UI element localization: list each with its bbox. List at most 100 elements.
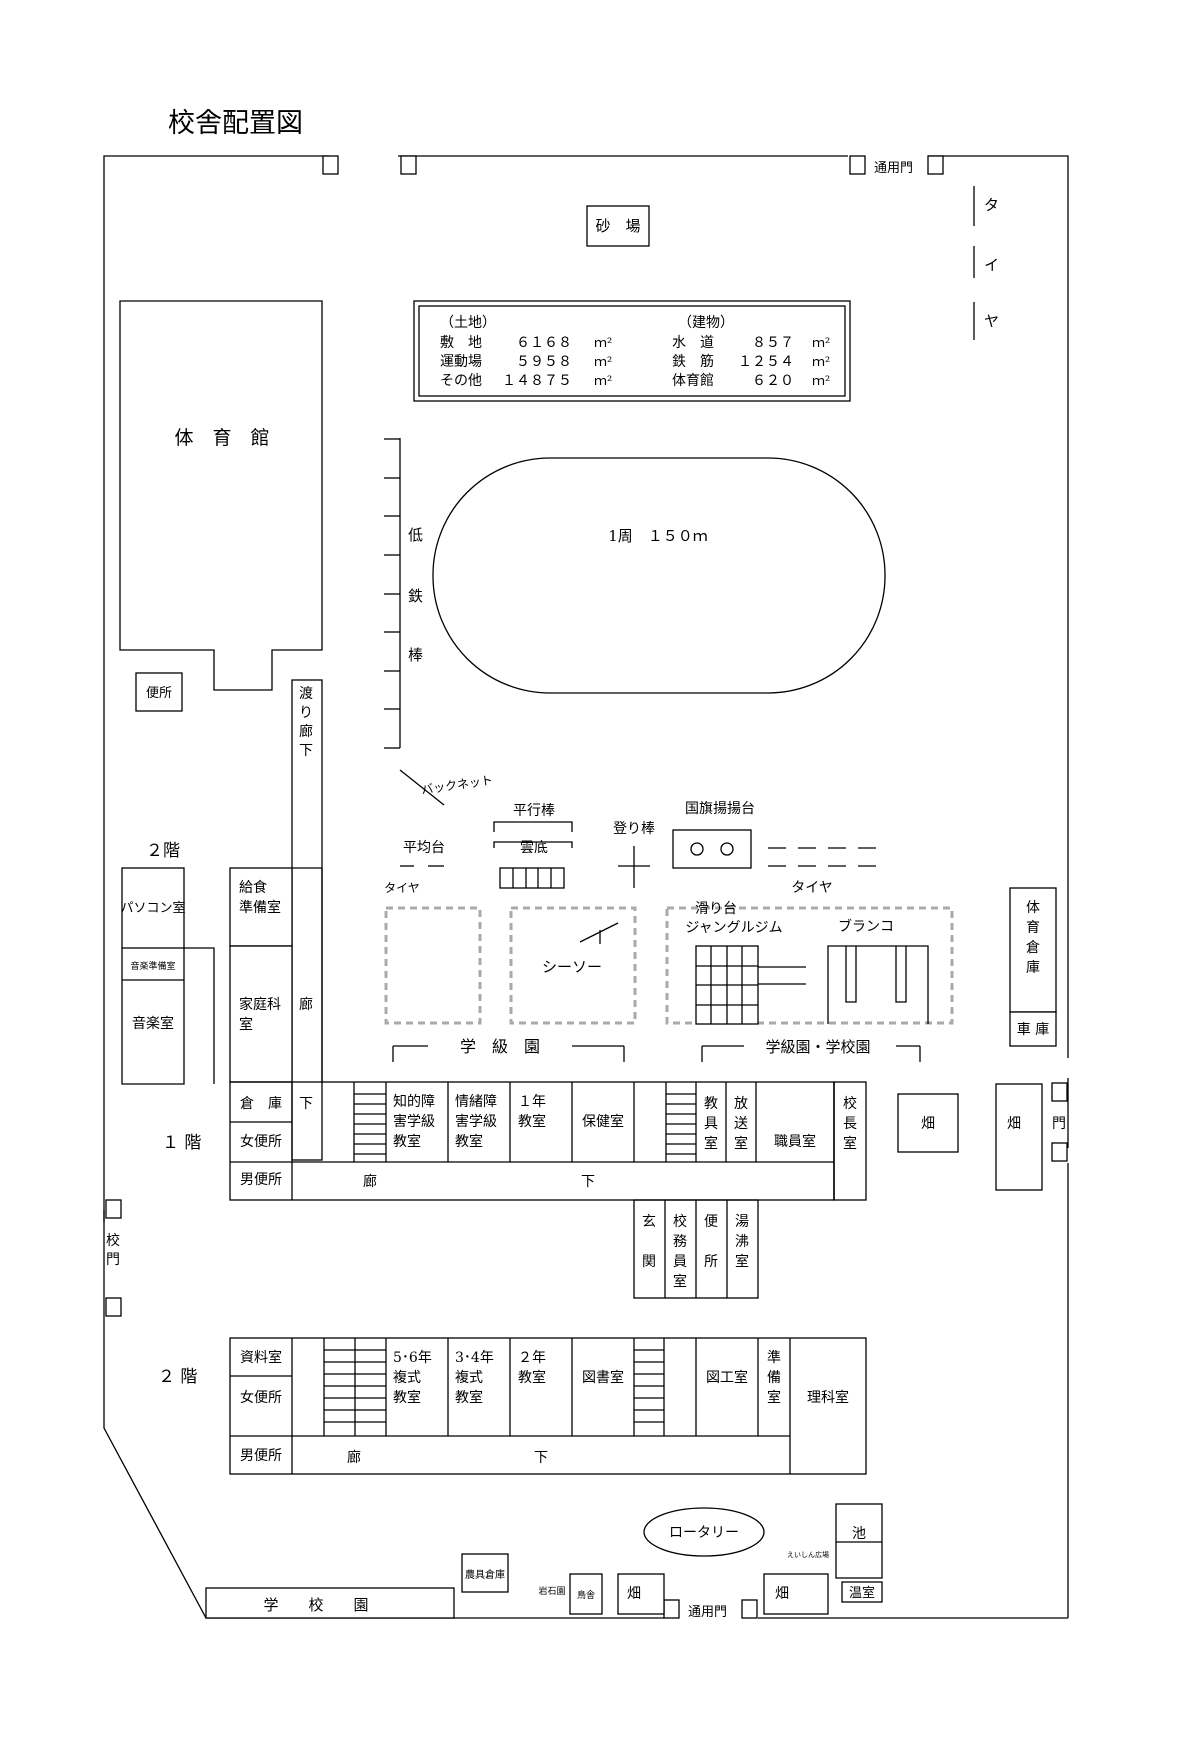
field-1 [897, 1093, 959, 1153]
field-4 [763, 1573, 829, 1615]
school-garden [205, 1587, 455, 1619]
land-value-3: １４８７５ [502, 373, 572, 389]
tire-v-2: イ [984, 256, 999, 274]
building-label-3: 体育館 [672, 372, 714, 389]
land-value-1: ６１６８ [516, 335, 572, 351]
swing [827, 945, 929, 1024]
building-value-1: ８５７ [752, 335, 794, 351]
custodian-char-3: 員 [673, 1254, 687, 1270]
prep-char-3: 室 [767, 1389, 781, 1406]
field-2 [995, 1083, 1043, 1191]
annex-corridor-char-2: 下 [299, 1096, 313, 1112]
prep-char-1: 準 [767, 1350, 781, 1366]
jungle-gym [695, 945, 759, 1025]
low-iron-bar [384, 438, 401, 749]
grade2-line-1: ２年 [518, 1350, 546, 1366]
floor1-stairs-right [665, 1082, 696, 1162]
floor1-label: １ 階 [162, 1133, 201, 1153]
floor1-girls-wc: 女便所 [240, 1133, 282, 1150]
boiler-char-2: 沸 [735, 1234, 749, 1250]
pc-room [121, 867, 185, 949]
art-room-label: 図工室 [706, 1369, 748, 1386]
library-label: 図書室 [582, 1369, 624, 1386]
flag-stand [672, 829, 752, 869]
passage-char-1: 渡 [299, 686, 313, 702]
gymnasium [119, 300, 323, 691]
gym-storage [1009, 887, 1057, 1013]
class-school-garden-line [701, 1045, 921, 1062]
gate-label-top: 通用門 [874, 161, 913, 176]
class-garden-label: 学 級 園 [460, 1037, 540, 1056]
kitchen-prep-line-2: 準備室 [239, 899, 281, 916]
broadcast-char-2: 送 [734, 1116, 748, 1132]
special-class-2-line-1: 情緒障 [455, 1094, 497, 1110]
garage [1009, 1011, 1057, 1047]
climb-pole [618, 846, 650, 888]
pond-label: 池 [852, 1526, 866, 1542]
floor2-building [229, 1337, 867, 1475]
floor2-label: ２ 階 [158, 1367, 197, 1387]
page-title: 校舎配置図 [168, 108, 303, 139]
records-room-label: 資料室 [240, 1349, 282, 1366]
low-bar-char-2: 鉄 [408, 587, 423, 605]
slide [758, 966, 806, 985]
entrance-char-1: 玄 [642, 1213, 656, 1230]
class-34-line-3: 教室 [455, 1389, 483, 1406]
floor2-stairs-right [634, 1338, 665, 1436]
building-unit-2: ｍ² [812, 355, 830, 370]
school-gate-char-1: 校 [106, 1232, 120, 1249]
gym-storage-char-3: 倉 [1026, 940, 1040, 956]
kitchen-prep [229, 867, 293, 947]
tire-v-1: タ [984, 196, 999, 214]
seesaw-mark [579, 922, 619, 943]
field-3-label: 畑 [627, 1586, 641, 1602]
floor1-boys-wc: 男便所 [240, 1172, 282, 1188]
land-unit-1: ｍ² [594, 336, 612, 351]
grade2-line-2: 教室 [518, 1369, 546, 1386]
greenhouse-label: 温室 [849, 1585, 875, 1601]
land-unit-2: ｍ² [594, 355, 612, 370]
field-3 [617, 1573, 665, 1615]
building-label-2: 鉄 筋 [672, 353, 714, 370]
play-area-2 [509, 906, 637, 1025]
principal-char-3: 室 [843, 1135, 857, 1152]
materials-char-1: 教 [704, 1096, 718, 1112]
materials-char-3: 室 [704, 1135, 718, 1152]
principal-char-2: 長 [843, 1116, 857, 1132]
tire-right-label: タイヤ [791, 880, 833, 896]
class-34-line-1: 3･4年 [455, 1350, 494, 1366]
low-bar-char-1: 低 [408, 526, 423, 544]
swing-label: ブランコ [838, 918, 894, 935]
back-net-label: バックネット [420, 773, 493, 797]
track-label: 1周 １５０ｍ [608, 527, 708, 545]
custodian-char-4: 室 [673, 1273, 687, 1290]
flag-stand-label: 国旗揚揚台 [685, 800, 755, 817]
sand-pit-label: 砂 場 [595, 217, 640, 235]
monkey-bars-label: 雲底 [520, 840, 548, 856]
land-label-2: 運動場 [440, 354, 482, 370]
staff-room-label: 職員室 [774, 1133, 816, 1150]
floor2-stairs-left [323, 1338, 386, 1436]
jungle-gym-label: ジャングルジム [685, 920, 782, 936]
class-56-line-3: 教室 [393, 1389, 421, 1406]
custodian-char-1: 校 [673, 1213, 687, 1230]
running-track [432, 457, 886, 694]
principal-char-1: 校 [843, 1095, 857, 1112]
bird-house-label: 鳥舎 [577, 1589, 595, 1601]
building-value-2: １２５４ [738, 354, 794, 370]
land-label-1: 敷 地 [440, 335, 482, 351]
broadcast-char-1: 放 [734, 1096, 748, 1112]
passage-char-4: 下 [299, 743, 313, 759]
passage-char-2: り [299, 705, 313, 721]
building-label-1: 水 道 [672, 335, 714, 351]
back-net [399, 769, 445, 806]
bird-house [569, 1573, 603, 1615]
floor1-corridor-char-1: 廊 [363, 1173, 377, 1190]
special-class-1-line-3: 教室 [393, 1133, 421, 1150]
entrance-char-2: 関 [642, 1254, 656, 1270]
field-2-label: 畑 [1007, 1116, 1021, 1132]
tool-storage-label: 農具倉庫 [465, 1568, 505, 1581]
low-bar-char-3: 棒 [408, 646, 423, 664]
building-unit-3: ｍ² [812, 374, 830, 389]
special-class-2-line-2: 害学級 [455, 1114, 497, 1130]
